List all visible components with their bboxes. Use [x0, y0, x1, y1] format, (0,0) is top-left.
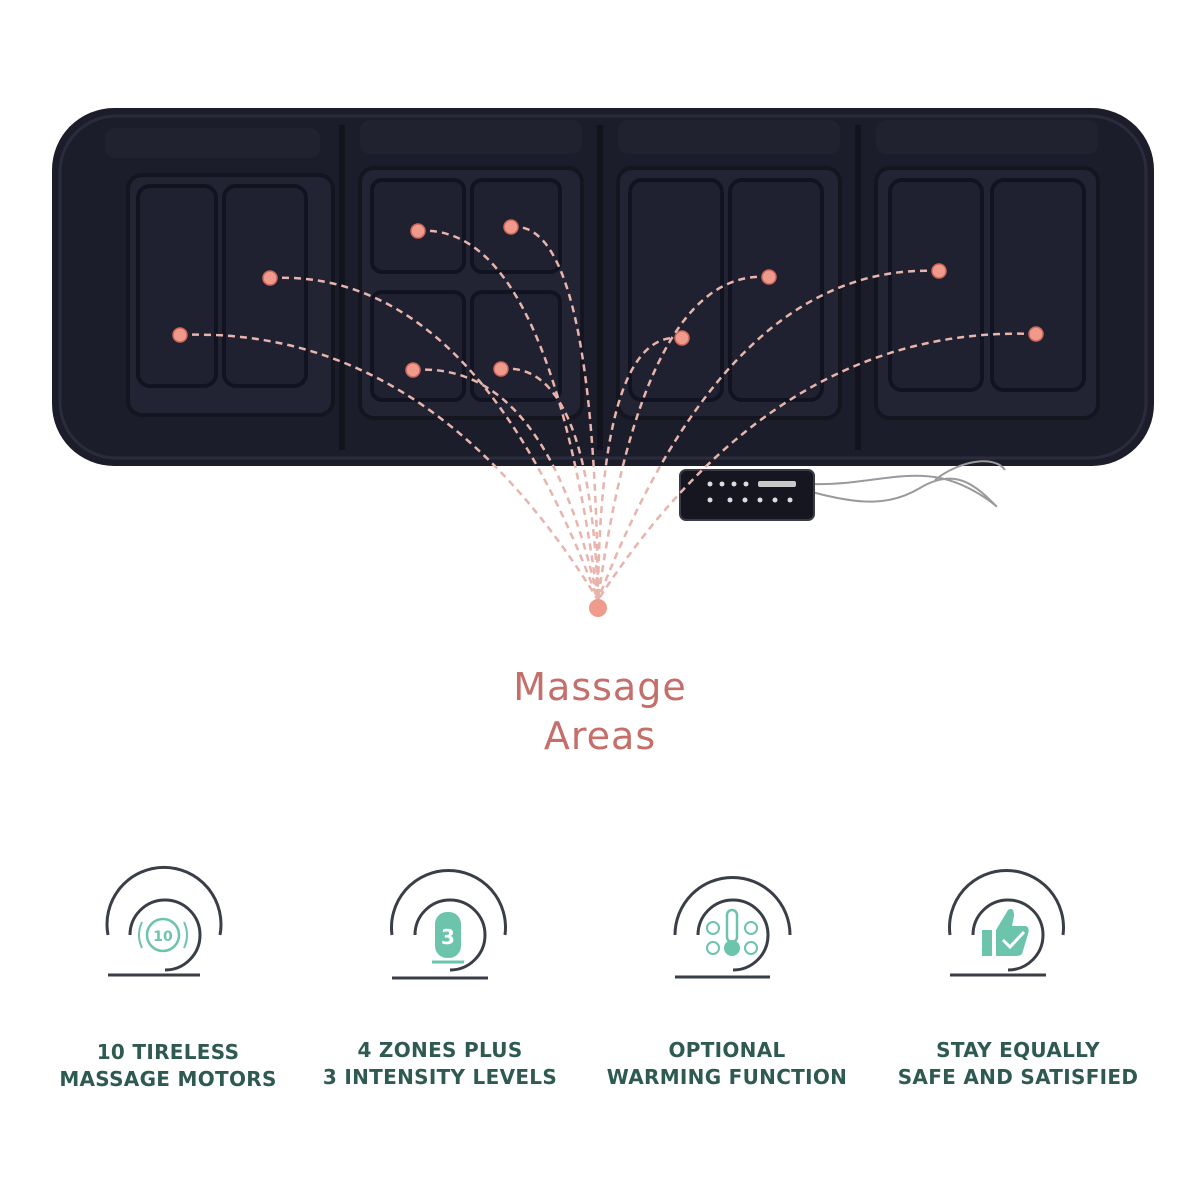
massage-area-point [761, 269, 777, 285]
heading-line-1: Massage [513, 665, 687, 709]
feature-motors: 10 TIRELESS MASSAGE MOTORS [23, 1039, 313, 1093]
massage-area-point [674, 330, 690, 346]
massage-mat [52, 108, 1154, 466]
massage-area-points [172, 219, 1044, 378]
massage-area-lines [179, 225, 1037, 601]
zones-intensity-3-icon: 3 [390, 869, 507, 980]
massage-area-line [179, 333, 600, 601]
massage-area-point [410, 223, 426, 239]
massage-area-line [417, 229, 600, 601]
massage-area-line [269, 276, 600, 601]
feature-safe-line2: SAFE AND SATISFIED [897, 1065, 1139, 1089]
massage-area-line [596, 332, 1037, 601]
massage-area-line [596, 336, 683, 601]
massage-area-line [596, 275, 770, 601]
massage-area-point [405, 362, 421, 378]
massage-area-point [931, 263, 947, 279]
heading-line-2: Areas [543, 714, 657, 758]
feature-warming: OPTIONAL WARMING FUNCTION [582, 1037, 872, 1091]
massage-area-point [493, 361, 509, 377]
massage-area-point [262, 270, 278, 286]
massage-area-line [596, 269, 940, 601]
massage-area-point [172, 327, 188, 343]
feature-motors-line2: MASSAGE MOTORS [59, 1067, 277, 1091]
feature-zones-line2: 3 INTENSITY LEVELS [322, 1065, 558, 1089]
massage-area-line [500, 367, 600, 601]
svg-text:10: 10 [153, 929, 173, 945]
vibration-motor-10-icon: 10 [105, 865, 223, 977]
massage-area-point [503, 219, 519, 235]
feature-zones-line1: 4 ZONES PLUS [357, 1038, 523, 1062]
feature-warming-line2: WARMING FUNCTION [606, 1065, 848, 1089]
thumbs-up-check-icon [948, 869, 1065, 977]
feature-warming-line1: OPTIONAL [668, 1038, 786, 1062]
massage-area-point [1028, 326, 1044, 342]
feature-motors-line1: 10 TIRELESS [96, 1040, 240, 1064]
focus-point [589, 599, 607, 617]
thermometer-heat-icon [673, 876, 792, 979]
svg-text:3: 3 [441, 925, 455, 949]
remote-controller [679, 460, 1006, 521]
feature-safe-line1: STAY EQUALLY [936, 1038, 1100, 1062]
feature-zones: 4 ZONES PLUS 3 INTENSITY LEVELS [295, 1037, 585, 1091]
feature-safe: STAY EQUALLY SAFE AND SATISFIED [873, 1037, 1163, 1091]
